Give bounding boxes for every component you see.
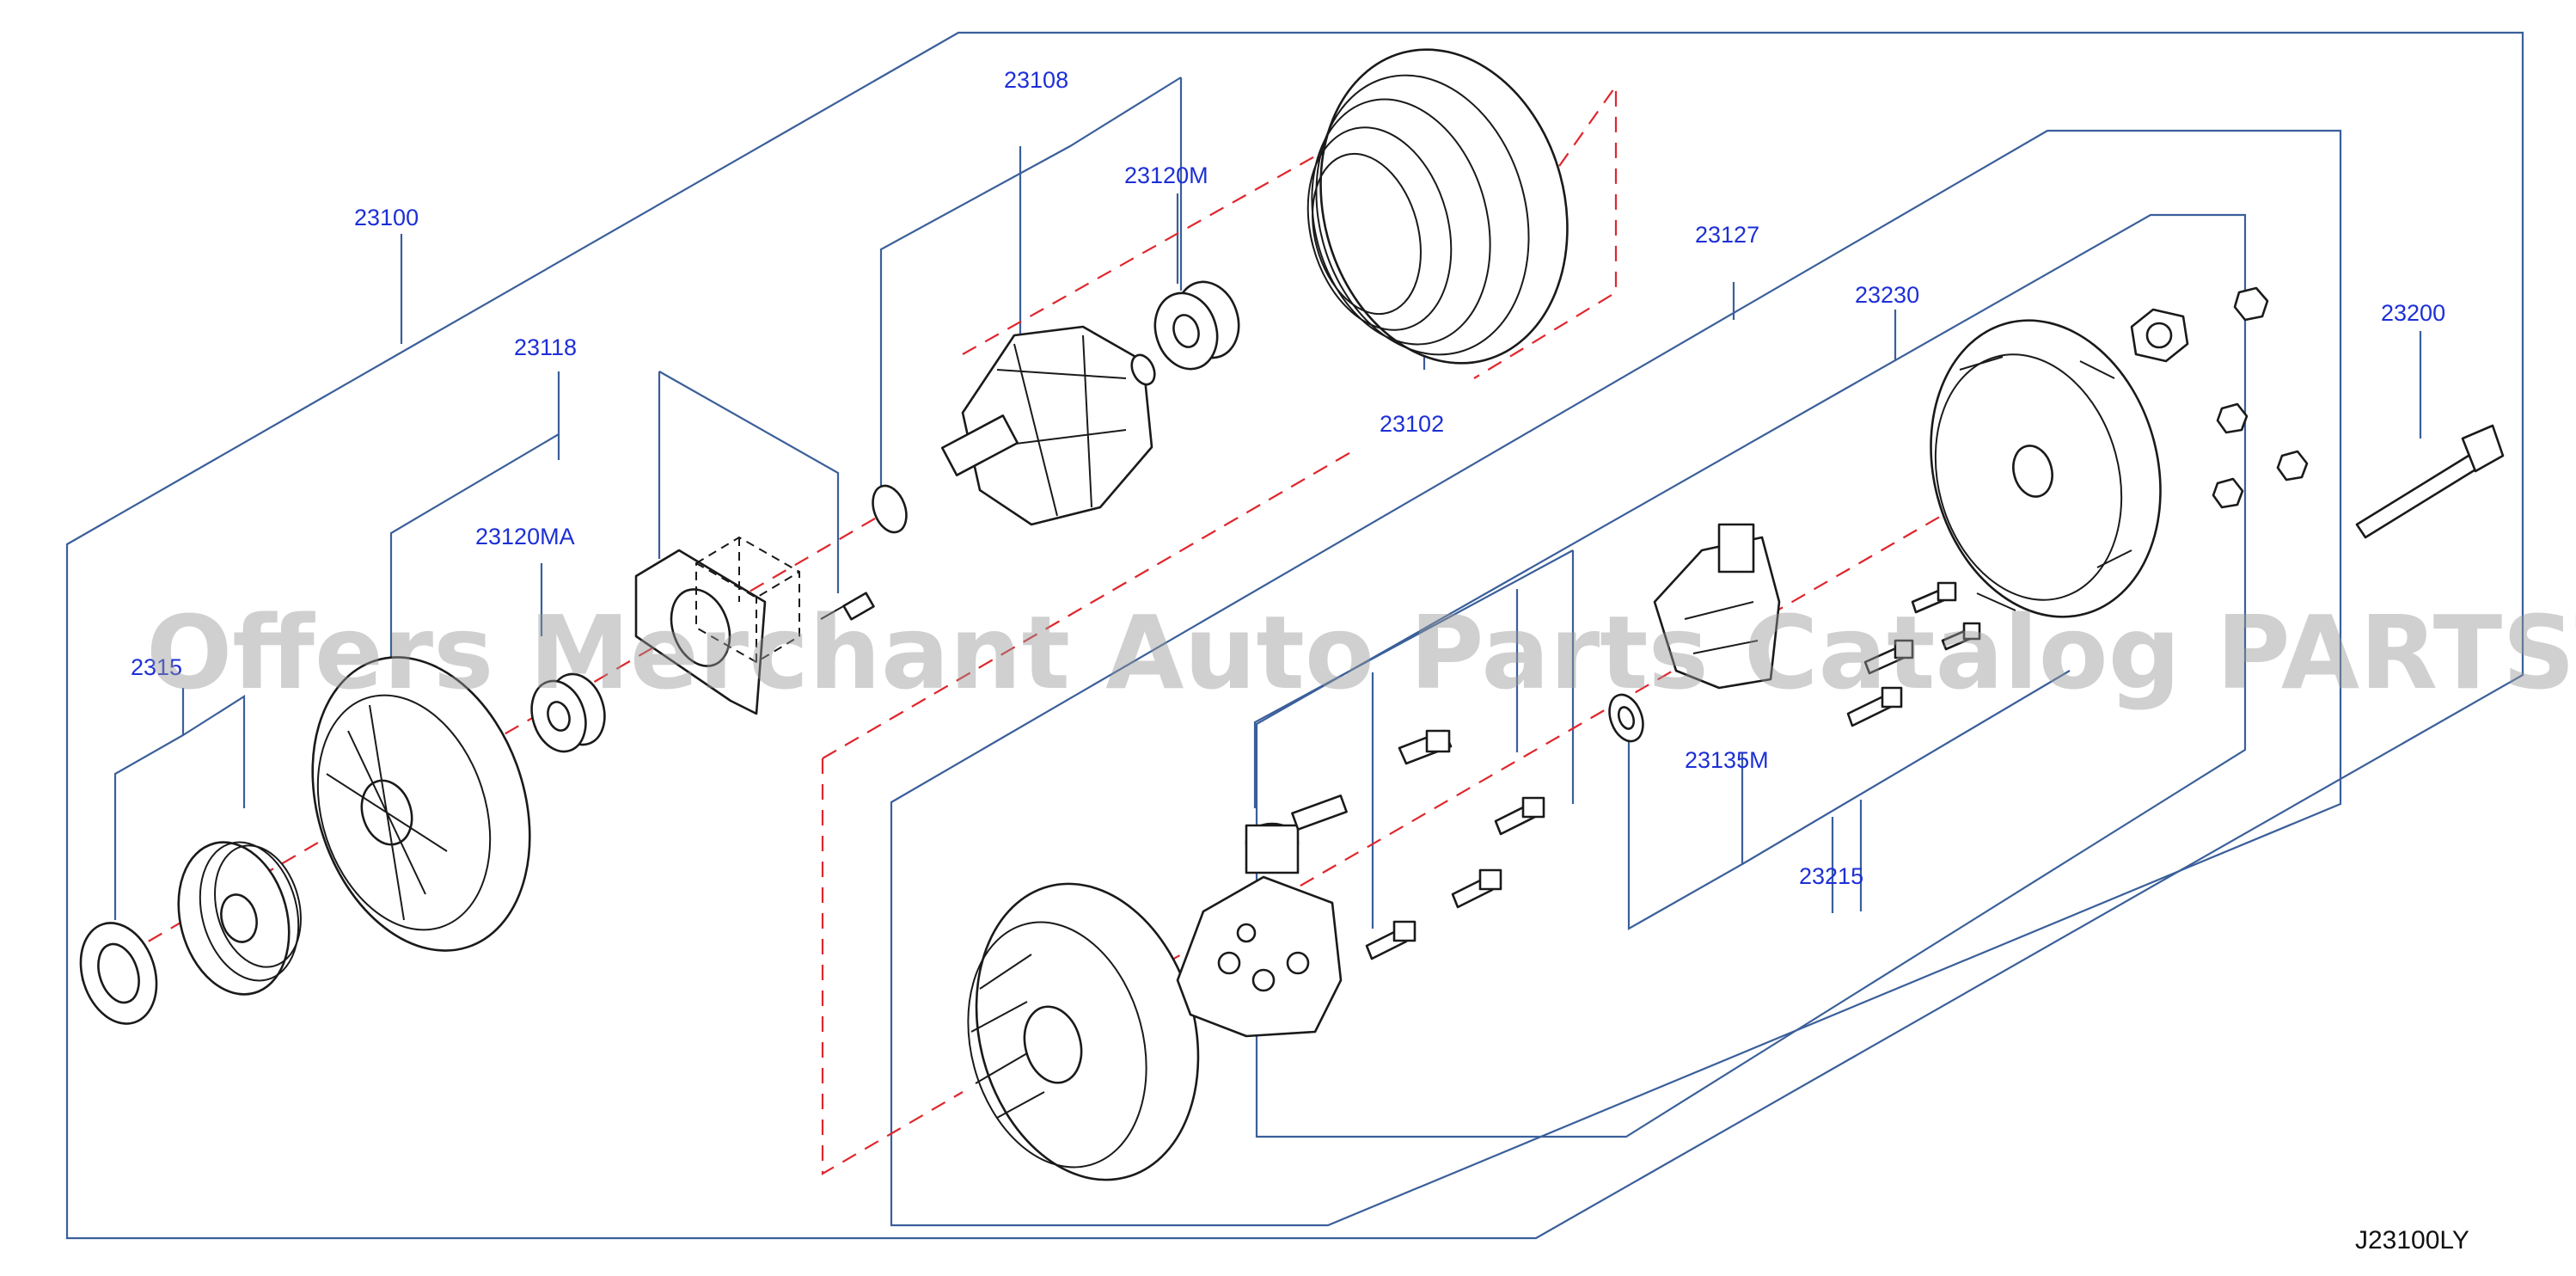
callout-23215[interactable]: 23215 xyxy=(1799,863,1863,889)
callout-23120MA[interactable]: 23120MA xyxy=(475,524,575,549)
callout-23108[interactable]: 23108 xyxy=(1004,67,1068,93)
callout-23100[interactable]: 23100 xyxy=(354,205,419,230)
stator-box-dashed xyxy=(821,758,964,1175)
part-23120M-bearing xyxy=(1153,280,1240,371)
part-23120MA-bearing xyxy=(530,672,606,753)
assembly-frame-23230 xyxy=(1255,213,2247,1138)
part-rear-cover xyxy=(1930,319,2162,618)
part-23115-washer xyxy=(79,922,158,1025)
part-nuts xyxy=(2130,286,2309,509)
part-23215-screws xyxy=(1846,581,1981,727)
callout-23120M[interactable]: 23120M xyxy=(1124,163,1208,188)
callout-23102[interactable]: 23102 xyxy=(1380,411,1444,437)
assembly-frame-23127 xyxy=(890,129,2342,1227)
callout-23230[interactable]: 23230 xyxy=(1855,282,1919,308)
part-23200-through-bolt xyxy=(2355,424,2505,539)
callout-23127[interactable]: 23127 xyxy=(1695,222,1759,248)
part-washer-small xyxy=(1608,693,1644,743)
part-23102-stator xyxy=(1306,48,1569,365)
callout-23118[interactable]: 23118 xyxy=(514,334,577,360)
part-rectifier xyxy=(1176,794,1348,1038)
part-23135M-regulator xyxy=(1653,523,1781,690)
part-rear-bracket xyxy=(967,882,1200,1181)
callout-23135M[interactable]: 23135M xyxy=(1685,747,1769,773)
stator-top-dashed xyxy=(1469,83,1618,379)
part-23118-retainer-plate xyxy=(634,536,875,715)
assembly-frame-23100 xyxy=(65,31,2524,1240)
part-bolts-row xyxy=(1365,729,1545,960)
diagram-id: J23100LY xyxy=(2355,1226,2469,1255)
part-23108-rotor xyxy=(872,325,1156,534)
center-axis-right xyxy=(1009,452,2051,1054)
watermark-text: Offers Merchant Auto Parts Catalog PARTS… xyxy=(146,593,2576,712)
part-pulley xyxy=(177,841,302,996)
callout-2315[interactable]: 2315 xyxy=(131,654,182,680)
leader-lines xyxy=(113,77,2422,930)
callout-23200[interactable]: 23200 xyxy=(2381,300,2445,326)
part-front-bracket xyxy=(311,656,531,952)
